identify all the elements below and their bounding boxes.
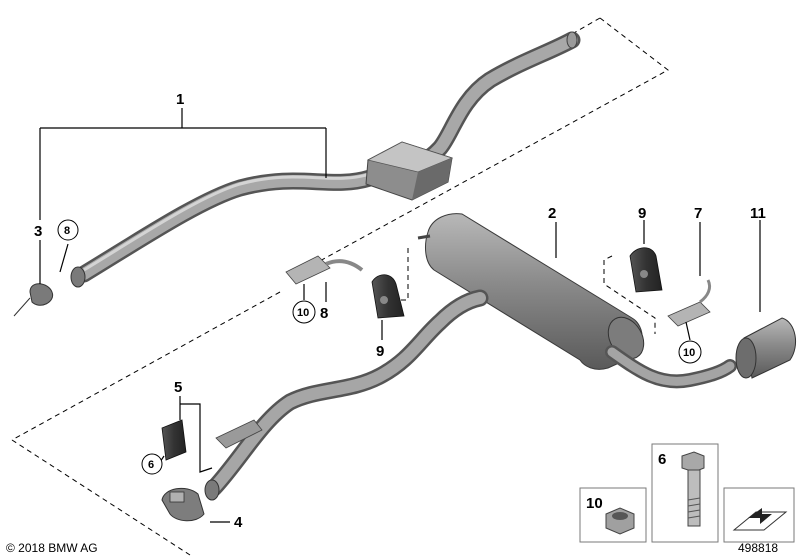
callout-4: 4 bbox=[234, 514, 243, 531]
callout-10-circled-right: 10 bbox=[683, 347, 695, 359]
rubber-mount-9-mid bbox=[371, 274, 405, 319]
callout-6-circled: 6 bbox=[148, 459, 154, 471]
rear-muffler bbox=[417, 213, 737, 389]
callout-3: 3 bbox=[34, 223, 42, 240]
callout-9-top: 9 bbox=[638, 205, 646, 222]
pipe-clamp-front bbox=[13, 283, 54, 317]
rubber-mount-5 bbox=[161, 419, 187, 461]
circled-10-left-ring bbox=[292, 300, 316, 324]
circled-8-ring bbox=[57, 219, 79, 241]
bracket-right bbox=[667, 279, 712, 327]
circled-10-right-ring bbox=[678, 340, 702, 364]
front-pipe-with-catalyst bbox=[70, 31, 581, 288]
hex-bolt-icon bbox=[681, 451, 705, 527]
callouts: 1 2 3 4 5 7 8 9 9 11 8 6 10 10 bbox=[34, 91, 766, 531]
intermediate-pipe bbox=[204, 289, 489, 501]
hardware-legend-arrow bbox=[723, 487, 795, 543]
callout-8-circled: 8 bbox=[64, 225, 70, 237]
callout-8-mid: 8 bbox=[320, 305, 328, 322]
callout-2: 2 bbox=[548, 205, 556, 222]
callout-11: 11 bbox=[750, 205, 766, 222]
callout-10-circled-left: 10 bbox=[297, 307, 309, 319]
rubber-mount-9-top bbox=[629, 247, 663, 293]
callout-1: 1 bbox=[176, 91, 184, 108]
hardware-legend-bolt: 6 bbox=[651, 443, 719, 543]
callout-7: 7 bbox=[694, 205, 702, 222]
callout-9-mid: 9 bbox=[376, 343, 384, 360]
pipe-clamp-rear bbox=[161, 487, 205, 522]
diagram-number: 498818 bbox=[738, 541, 778, 555]
assembly-boundary-top bbox=[317, 17, 669, 263]
hardware-legend-nut: 10 bbox=[579, 487, 647, 543]
callout-5: 5 bbox=[174, 379, 182, 396]
legend-6-label: 6 bbox=[658, 451, 666, 468]
tailpipe-trim bbox=[735, 317, 797, 379]
flange-nut-icon bbox=[605, 507, 635, 535]
circled-6-ring bbox=[141, 453, 163, 475]
legend-10-label: 10 bbox=[586, 495, 603, 512]
bracket-left bbox=[285, 255, 364, 285]
copyright-text: © 2018 BMW AG bbox=[6, 541, 98, 555]
